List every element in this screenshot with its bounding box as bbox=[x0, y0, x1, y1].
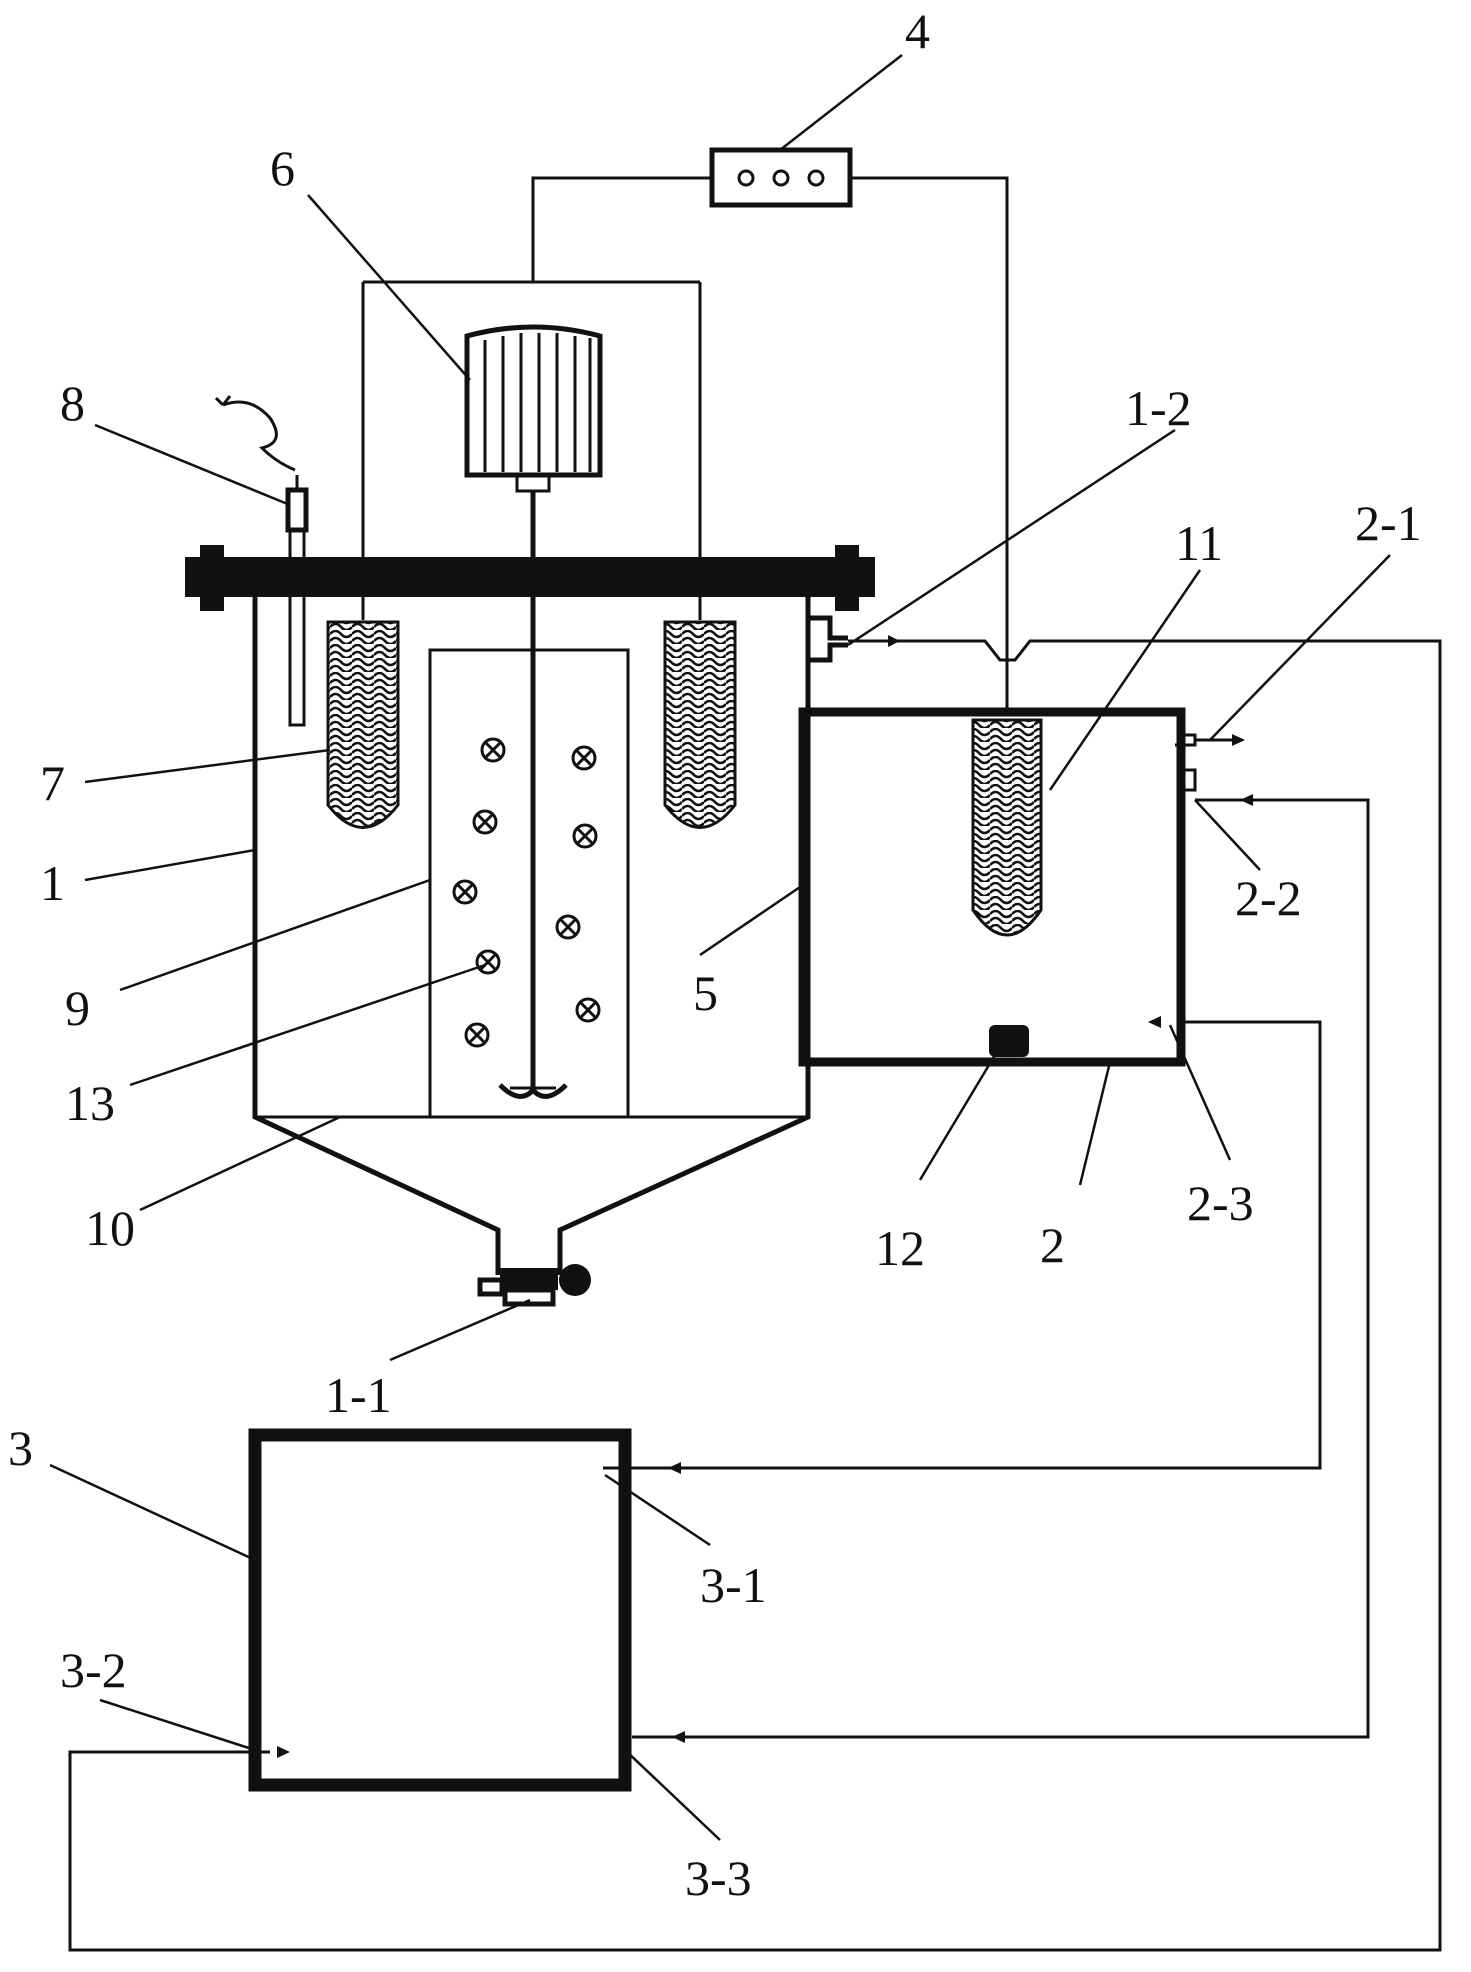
label-1-2: 1-2 bbox=[1125, 380, 1192, 436]
leader-lines bbox=[49, 54, 1391, 1841]
label-2: 2 bbox=[1040, 1217, 1065, 1273]
particle-icon-group bbox=[452, 737, 601, 1048]
label-3-3: 3-3 bbox=[685, 1850, 752, 1906]
particle-icon bbox=[571, 745, 597, 771]
pump-icon bbox=[989, 1025, 1029, 1057]
control-wiring bbox=[361, 176, 1009, 712]
label-10: 10 bbox=[85, 1200, 135, 1256]
label-12: 12 bbox=[875, 1220, 925, 1276]
particle-icon bbox=[452, 879, 478, 905]
piping bbox=[68, 635, 1442, 1952]
label-7: 7 bbox=[40, 755, 65, 811]
reactor-lid bbox=[185, 545, 875, 611]
label-2-3: 2-3 bbox=[1187, 1175, 1254, 1231]
particle-icon bbox=[480, 737, 506, 763]
label-3-1: 3-1 bbox=[700, 1557, 767, 1613]
labels: 4 6 8 1-2 2-1 11 7 1 2-2 5 9 13 2-3 10 1… bbox=[8, 3, 1422, 1906]
drain-valve-icon bbox=[477, 1264, 591, 1307]
heater-coil-icon bbox=[663, 597, 737, 829]
label-1-1: 1-1 bbox=[325, 1367, 392, 1423]
probe-icon bbox=[214, 395, 309, 727]
overflow-port bbox=[808, 615, 848, 663]
label-11: 11 bbox=[1175, 515, 1223, 571]
control-box bbox=[709, 147, 853, 208]
label-3-2: 3-2 bbox=[60, 1642, 127, 1698]
particle-icon bbox=[472, 809, 498, 835]
label-1: 1 bbox=[40, 855, 65, 911]
control-box-indicator-icon bbox=[737, 169, 755, 187]
inner-draft-tube bbox=[428, 648, 630, 1119]
motor-icon bbox=[464, 324, 603, 493]
label-2-1: 2-1 bbox=[1355, 495, 1422, 551]
particle-icon bbox=[555, 914, 581, 940]
label-13: 13 bbox=[65, 1075, 115, 1131]
label-5: 5 bbox=[693, 965, 718, 1021]
stirrer-icon bbox=[498, 491, 568, 1099]
label-8: 8 bbox=[60, 375, 85, 431]
control-box-indicator-icon bbox=[807, 169, 825, 187]
label-2-2: 2-2 bbox=[1235, 870, 1302, 926]
storage-tank bbox=[248, 1428, 632, 1792]
control-box-indicator-icon bbox=[772, 169, 790, 187]
heater-coil-icon bbox=[971, 718, 1043, 937]
label-3: 3 bbox=[8, 1420, 33, 1476]
heater-coil-icon bbox=[326, 597, 400, 829]
label-4: 4 bbox=[905, 3, 930, 59]
particle-icon bbox=[475, 949, 501, 975]
label-9: 9 bbox=[65, 980, 90, 1036]
label-6: 6 bbox=[270, 140, 295, 196]
particle-icon bbox=[575, 997, 601, 1023]
particle-icon bbox=[572, 823, 598, 849]
particle-icon bbox=[464, 1022, 490, 1048]
